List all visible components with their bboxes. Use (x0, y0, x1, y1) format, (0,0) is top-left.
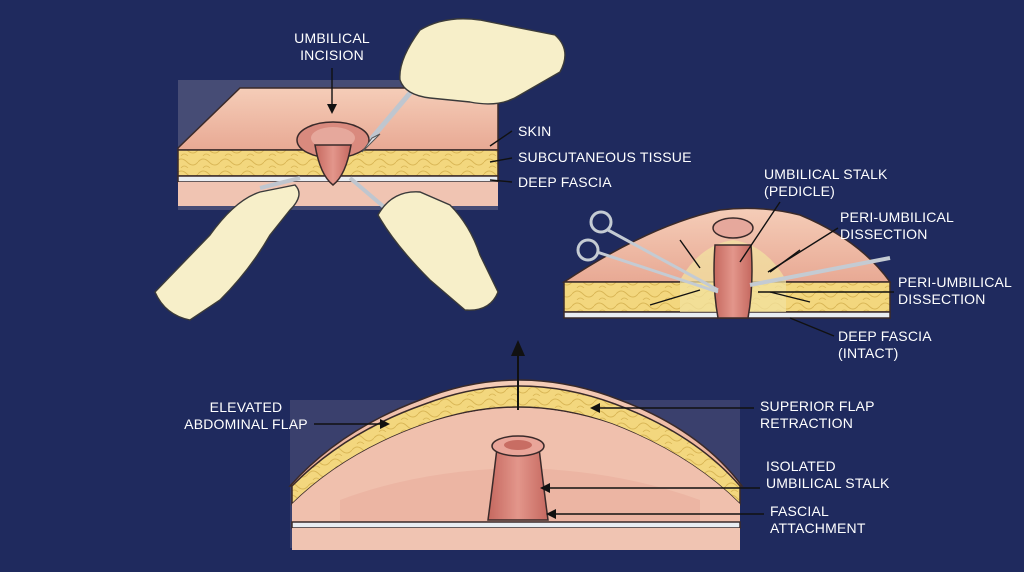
label-retraction-1: SUPERIOR FLAP (760, 398, 875, 414)
scissors-blade-1 (607, 228, 719, 292)
leader-fascia (789, 317, 835, 337)
leader-skin (489, 130, 513, 147)
stalk-top-inner (504, 440, 532, 450)
umbilical-stalk (314, 144, 352, 186)
scissors-blade-2 (596, 250, 719, 294)
bottom-fascia (291, 521, 741, 529)
label-isolated-2: UMBILICAL STALK (766, 475, 890, 491)
arrow-incision (327, 104, 337, 114)
label-umbilical-incision-1: UMBILICAL (294, 30, 370, 46)
leader-deep-fascia (489, 179, 513, 183)
label-peri-a-2: DISSECTION (840, 226, 928, 242)
label-flap-1: ELEVATED (210, 399, 283, 415)
label-attachment-2: ATTACHMENT (770, 520, 866, 536)
right-stalk (713, 244, 753, 319)
label-peri-a-1: PERI-UMBILICAL (840, 209, 954, 225)
left-forceps (259, 176, 301, 190)
label-stalk-1: UMBILICAL STALK (764, 166, 888, 182)
cautery-instrument (749, 256, 891, 287)
scissors-ring-1 (589, 210, 613, 234)
arrow-dissect-1 (679, 239, 701, 269)
label-attachment-1: FASCIAL (770, 503, 829, 519)
label-peri-b-2: DISSECTION (898, 291, 986, 307)
arrow-dissect-2 (649, 289, 701, 306)
arrow-isolated (540, 483, 550, 493)
label-stalk-2: (PEDICLE) (764, 183, 835, 199)
arrow-flap (380, 419, 390, 429)
panel-peri-umbilical-dissection: UMBILICAL STALK (PEDICLE) PERI-UMBILICAL… (561, 166, 1012, 361)
arrow-retraction (590, 403, 600, 413)
right-umbilicus (712, 217, 754, 239)
panel-elevated-flap: ELEVATED ABDOMINAL FLAP SUPERIOR FLAP RE… (184, 340, 890, 550)
label-deep-fascia: DEEP FASCIA (518, 174, 612, 190)
label-subcutaneous: SUBCUTANEOUS TISSUE (518, 149, 692, 165)
left-glove (154, 184, 300, 321)
scalpel-blade (361, 133, 381, 153)
scissors-ring-2 (576, 238, 600, 262)
label-retraction-2: RETRACTION (760, 415, 853, 431)
upper-glove (399, 18, 566, 105)
deep-layer (178, 182, 498, 206)
label-isolated-1: ISOLATED (766, 458, 836, 474)
label-fascia-2: (INTACT) (838, 345, 898, 361)
label-peri-b-1: PERI-UMBILICAL (898, 274, 1012, 290)
umbilicus-center (311, 127, 355, 149)
arrow-attachment (546, 509, 556, 519)
label-fascia-1: DEEP FASCIA (838, 328, 932, 344)
arrow-dissect-4 (769, 291, 811, 303)
leader-stalk (739, 201, 781, 263)
bottom-deep-layer (292, 528, 740, 550)
label-umbilical-incision-2: INCISION (300, 47, 364, 63)
label-flap-2: ABDOMINAL FLAP (184, 416, 308, 432)
isolated-stalk (487, 447, 549, 521)
leader-subcutaneous (489, 157, 513, 163)
leader-peri-a (767, 227, 839, 273)
retraction-arrow-head (511, 340, 525, 356)
label-skin: SKIN (518, 123, 551, 139)
panel-umbilical-incision: UMBILICAL INCISION SKIN SUBCUTANEOUS TIS… (154, 18, 692, 321)
right-glove (377, 191, 499, 311)
